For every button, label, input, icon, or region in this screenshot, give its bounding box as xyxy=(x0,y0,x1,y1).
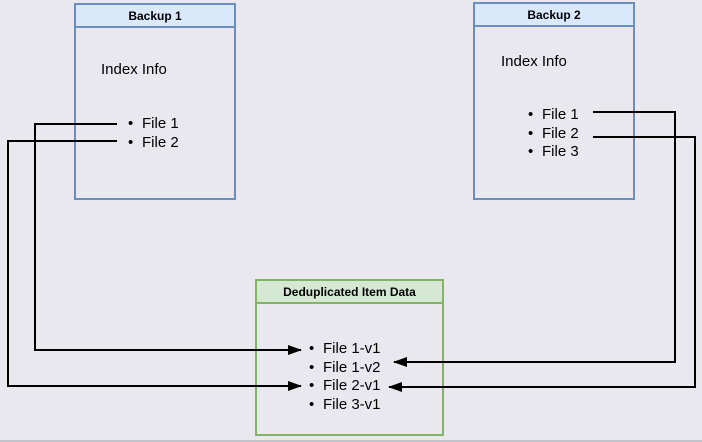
dedup-box: Deduplicated Item Data File 1-v1File 1-v… xyxy=(255,279,444,436)
list-item: File 2-v1 xyxy=(309,377,380,396)
dedup-title: Deduplicated Item Data xyxy=(283,284,416,299)
list-item: File 1-v1 xyxy=(309,340,380,359)
dedup-header: Deduplicated Item Data xyxy=(257,281,442,304)
list-item: File 3-v1 xyxy=(309,396,380,415)
backup2-index-info-label: Index Info xyxy=(501,53,567,70)
backup1-file-list: File 1File 2 xyxy=(128,115,179,153)
list-item: File 1-v2 xyxy=(309,359,380,378)
backup1-index-info-label: Index Info xyxy=(101,61,167,78)
backup1-box: Backup 1 Index Info File 1File 2 xyxy=(74,3,236,200)
backup2-header: Backup 2 xyxy=(475,4,633,27)
list-item: File 1 xyxy=(128,115,179,134)
list-item: File 2 xyxy=(528,125,579,144)
list-item: File 2 xyxy=(128,134,179,153)
list-item: File 3 xyxy=(528,143,579,162)
backup2-file-list: File 1File 2File 3 xyxy=(528,106,579,162)
backup1-header: Backup 1 xyxy=(76,5,234,28)
backup2-box: Backup 2 Index Info File 1File 2File 3 xyxy=(473,2,635,200)
backup1-title: Backup 1 xyxy=(128,8,182,23)
dedup-file-list: File 1-v1File 1-v2File 2-v1File 3-v1 xyxy=(309,340,380,415)
list-item: File 1 xyxy=(528,106,579,125)
backup2-title: Backup 2 xyxy=(527,7,581,22)
